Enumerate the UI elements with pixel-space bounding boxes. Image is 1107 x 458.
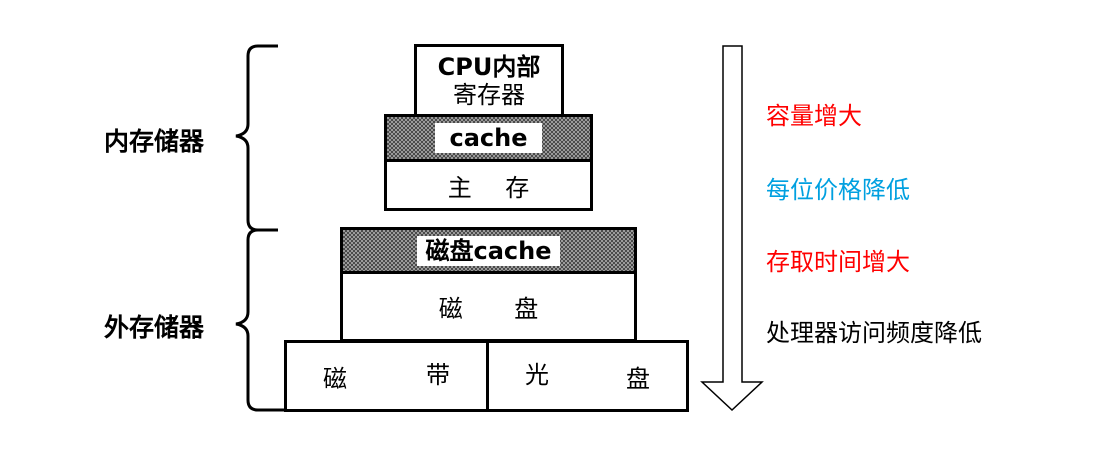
brace-external-icon xyxy=(235,228,284,412)
disk-cache-label: 磁盘cache xyxy=(417,235,560,266)
optical-char-b: 盘 xyxy=(626,364,650,393)
brace-internal-icon xyxy=(235,44,278,232)
main-memory-char-b: 存 xyxy=(505,173,530,202)
disk-box: 磁 盘 xyxy=(340,271,637,342)
cache-box: cache xyxy=(384,114,593,162)
property-access-frequency: 处理器访问频度降低 xyxy=(766,313,982,348)
disk-char-b: 盘 xyxy=(514,295,539,323)
cpu-registers-line2: 寄存器 xyxy=(453,81,525,109)
property-access-frequency-text: 处理器访问频度降低 xyxy=(766,319,982,347)
cpu-registers-box: CPU内部 寄存器 xyxy=(414,44,564,118)
main-memory-box: 主 存 xyxy=(384,159,593,211)
property-cost-text: 每位价格降低 xyxy=(766,176,910,204)
property-capacity: 容量增大 xyxy=(766,96,862,131)
tape-box: 磁 带 xyxy=(284,340,489,412)
cache-label: cache xyxy=(435,123,542,153)
tape-char-a: 磁 xyxy=(323,364,347,393)
external-memory-label: 外存储器 xyxy=(104,313,205,342)
property-capacity-text: 容量增大 xyxy=(766,102,862,130)
property-access-time: 存取时间增大 xyxy=(766,242,910,277)
disk-char-a: 磁 xyxy=(438,295,463,323)
optical-char-a: 光 xyxy=(525,360,549,389)
internal-memory-label: 内存储器 xyxy=(104,127,205,156)
main-memory-char-a: 主 xyxy=(447,173,472,202)
down-arrow-icon xyxy=(700,45,764,412)
disk-cache-box: 磁盘cache xyxy=(340,227,637,274)
cpu-registers-line1: CPU内部 xyxy=(437,53,541,81)
optical-disk-box: 光 盘 xyxy=(486,340,689,412)
property-access-time-text: 存取时间增大 xyxy=(766,248,910,276)
property-cost: 每位价格降低 xyxy=(766,170,910,205)
tape-char-b: 带 xyxy=(426,360,450,389)
